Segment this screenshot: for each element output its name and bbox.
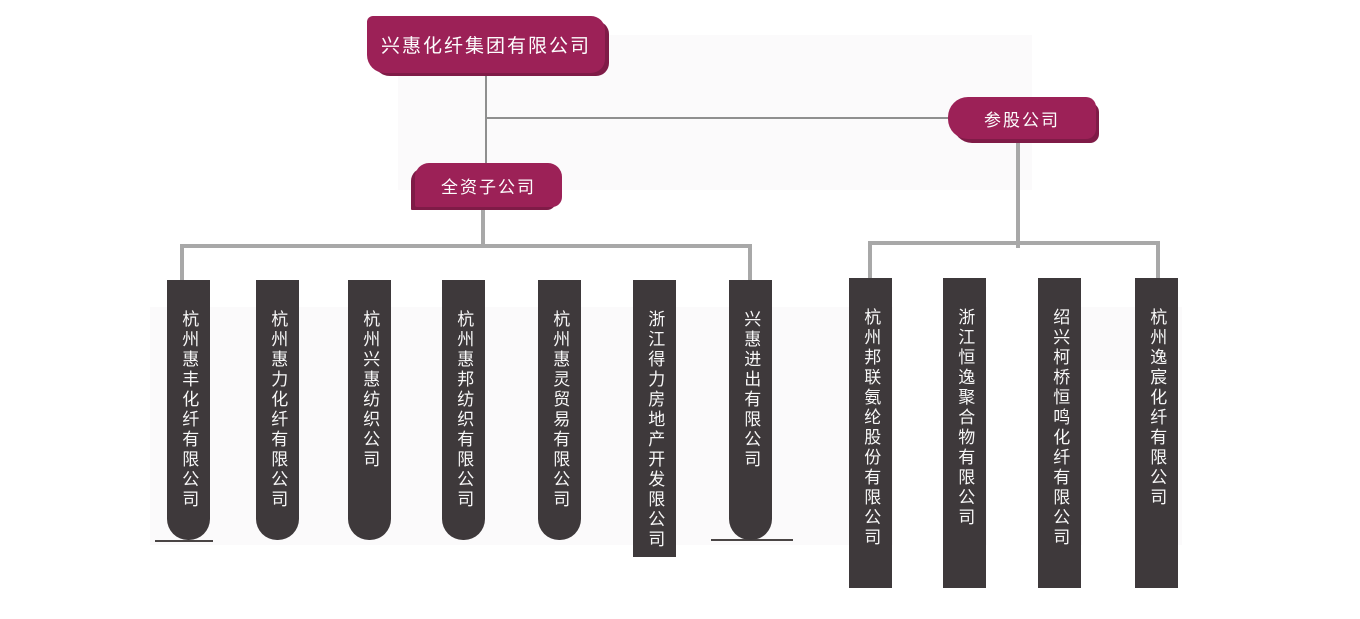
company-name: 杭州惠灵贸易有限公司 bbox=[550, 310, 570, 510]
company-bar: 绍兴柯桥恒鸣化纤有限公司 bbox=[1038, 278, 1081, 588]
company-name: 杭州邦联氨纶股份有限公司 bbox=[861, 308, 881, 548]
company-bar: 杭州惠邦纺织有限公司 bbox=[442, 280, 485, 540]
background-gap bbox=[1082, 370, 1135, 545]
company-bar: 浙江得力房地产开发限公司 bbox=[633, 280, 676, 557]
company-name: 杭州惠邦纺织有限公司 bbox=[454, 310, 474, 510]
company-name: 兴惠进出有限公司 bbox=[741, 310, 761, 470]
company-name: 杭州惠丰化纤有限公司 bbox=[179, 310, 199, 510]
connector-wholly-drop-right bbox=[748, 244, 752, 281]
background-gap bbox=[893, 307, 943, 545]
root-node: 兴惠化纤集团有限公司 bbox=[367, 16, 605, 73]
underline-segment bbox=[155, 540, 213, 542]
company-name: 杭州兴惠纺织公司 bbox=[360, 310, 380, 470]
root-node-label: 兴惠化纤集团有限公司 bbox=[380, 36, 591, 57]
company-bar: 杭州邦联氨纶股份有限公司 bbox=[849, 278, 892, 588]
company-name: 杭州惠力化纤有限公司 bbox=[268, 310, 288, 510]
company-bar: 兴惠进出有限公司 bbox=[729, 280, 772, 540]
company-name: 浙江恒逸聚合物有限公司 bbox=[955, 308, 975, 528]
shareholding-label: 参股公司 bbox=[984, 110, 1060, 130]
underline-segment bbox=[711, 539, 793, 541]
connector-wholly-drop-left bbox=[180, 244, 184, 281]
shareholding-node: 参股公司 bbox=[948, 97, 1096, 139]
wholly-owned-label: 全资子公司 bbox=[441, 177, 536, 197]
connector-wholly-riser bbox=[481, 206, 485, 246]
background-gap bbox=[987, 307, 1038, 545]
company-bar: 杭州兴惠纺织公司 bbox=[348, 280, 391, 540]
company-name: 浙江得力房地产开发限公司 bbox=[645, 310, 665, 550]
company-bar: 杭州惠力化纤有限公司 bbox=[256, 280, 299, 540]
company-name: 绍兴柯桥恒鸣化纤有限公司 bbox=[1050, 308, 1070, 548]
company-name: 杭州逸宸化纤有限公司 bbox=[1147, 308, 1167, 508]
company-bar: 杭州惠丰化纤有限公司 bbox=[167, 280, 210, 540]
company-bar: 杭州惠灵贸易有限公司 bbox=[538, 280, 581, 540]
connector-share-drop-left bbox=[868, 241, 872, 279]
connector-share-riser bbox=[1016, 138, 1020, 248]
connector-root-to-share bbox=[485, 117, 950, 119]
connector-share-bracket bbox=[868, 241, 1160, 245]
company-bar: 杭州逸宸化纤有限公司 bbox=[1135, 278, 1178, 588]
connector-wholly-bracket bbox=[180, 244, 752, 248]
wholly-owned-node: 全资子公司 bbox=[415, 163, 562, 207]
company-bar: 浙江恒逸聚合物有限公司 bbox=[943, 278, 986, 588]
connector-share-drop-right bbox=[1156, 241, 1160, 279]
